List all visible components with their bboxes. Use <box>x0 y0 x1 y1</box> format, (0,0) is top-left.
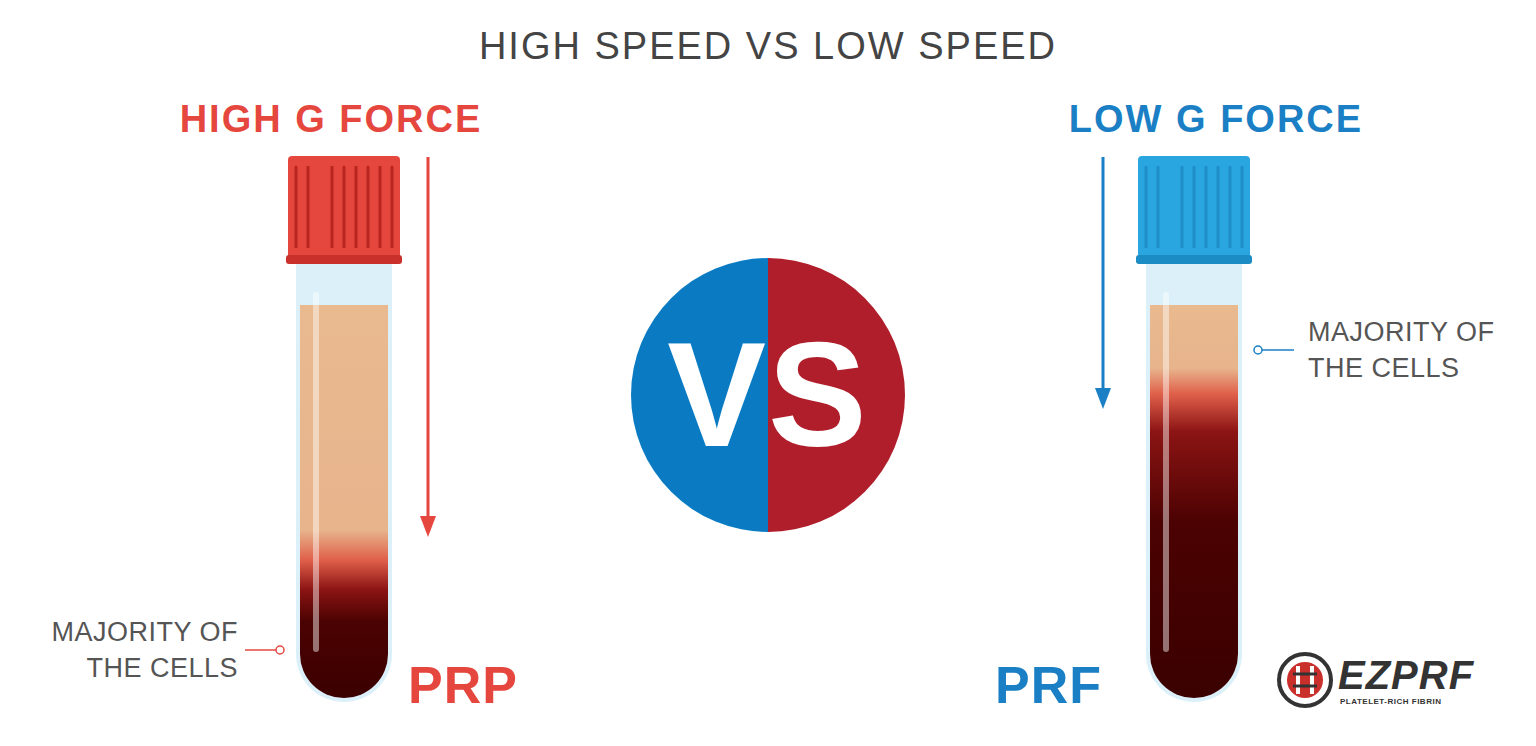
logo-text: EZPRF <box>1338 652 1528 698</box>
leader-line <box>1254 346 1294 354</box>
diagram-title: HIGH SPEED VS LOW SPEED <box>0 24 1536 68</box>
force-arrow <box>420 157 436 537</box>
force-label: HIGH G FORCE <box>150 98 512 142</box>
product-label: PRF <box>995 656 1135 716</box>
node-inner: VS <box>631 258 905 532</box>
force-label: LOW G FORCE <box>1040 98 1392 142</box>
leader-line <box>245 646 284 654</box>
vs-circle: VS <box>631 258 905 532</box>
product-label: PRP <box>408 656 548 716</box>
force-arrow <box>1095 157 1111 409</box>
logo-icon <box>1279 654 1331 706</box>
prf-tube <box>1136 156 1252 702</box>
cells-callout: MAJORITY OF THE CELLS <box>10 614 238 686</box>
logo-subtext: PLATELET-RICH FIBRIN <box>1340 697 1530 706</box>
cells-callout: MAJORITY OF THE CELLS <box>1308 314 1532 386</box>
vs-text: VS <box>667 321 868 469</box>
prp-tube <box>286 156 402 702</box>
